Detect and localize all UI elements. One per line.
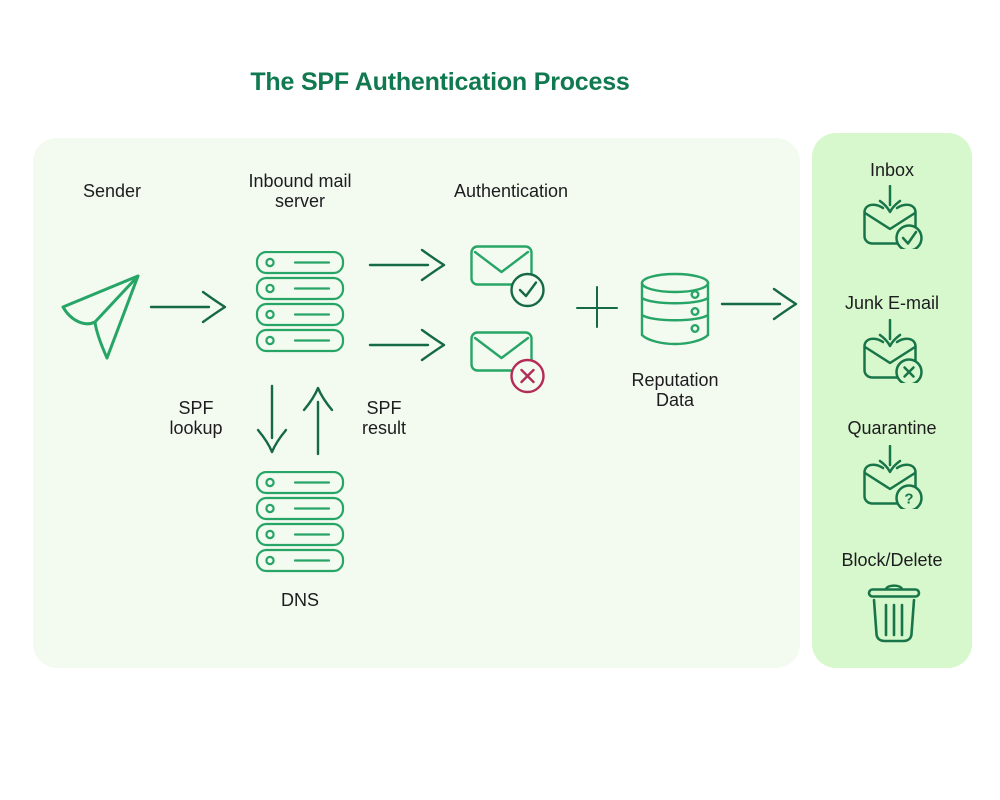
mail-pass-check-icon	[470, 245, 545, 308]
outcomes-panel	[812, 133, 972, 668]
question-glyph: ?	[904, 491, 913, 508]
sender-label: Sender	[82, 181, 142, 201]
page-title: The SPF Authentication Process	[250, 68, 630, 96]
arrow-right-server-to-pass-icon	[368, 248, 446, 282]
arrow-right-sender-to-server-icon	[149, 290, 227, 324]
mail-fail-x-icon	[470, 331, 545, 394]
inbound-mail-server-icon	[255, 251, 345, 353]
authentication-label: Authentication	[453, 181, 569, 201]
dns-label: DNS	[280, 590, 319, 610]
mail-received-x-icon	[863, 319, 923, 383]
trash-icon	[867, 584, 921, 643]
junk-email-label: Junk E-mail	[844, 293, 940, 313]
block-delete-label: Block/Delete	[841, 550, 943, 570]
reputation-database-icon	[640, 272, 710, 346]
inbound-server-label: Inbound mail server	[248, 171, 352, 211]
paper-plane-icon	[61, 274, 140, 360]
reputation-data-label: Reputation Data	[631, 370, 719, 410]
mail-received-check-icon	[863, 185, 923, 249]
arrow-up-spf-result-icon	[302, 386, 334, 456]
spf-result-label: SPF result	[361, 398, 406, 438]
plus-icon	[576, 286, 618, 328]
spf-lookup-label: SPF lookup	[169, 398, 223, 438]
dns-server-icon	[255, 471, 345, 573]
arrow-down-spf-lookup-icon	[256, 384, 288, 454]
process-panel	[33, 138, 800, 668]
mail-received-question-icon: ?	[863, 445, 923, 509]
arrow-right-to-outcomes-icon	[720, 287, 798, 321]
inbox-label: Inbox	[869, 160, 915, 180]
quarantine-label: Quarantine	[847, 418, 937, 438]
arrow-right-server-to-fail-icon	[368, 328, 446, 362]
